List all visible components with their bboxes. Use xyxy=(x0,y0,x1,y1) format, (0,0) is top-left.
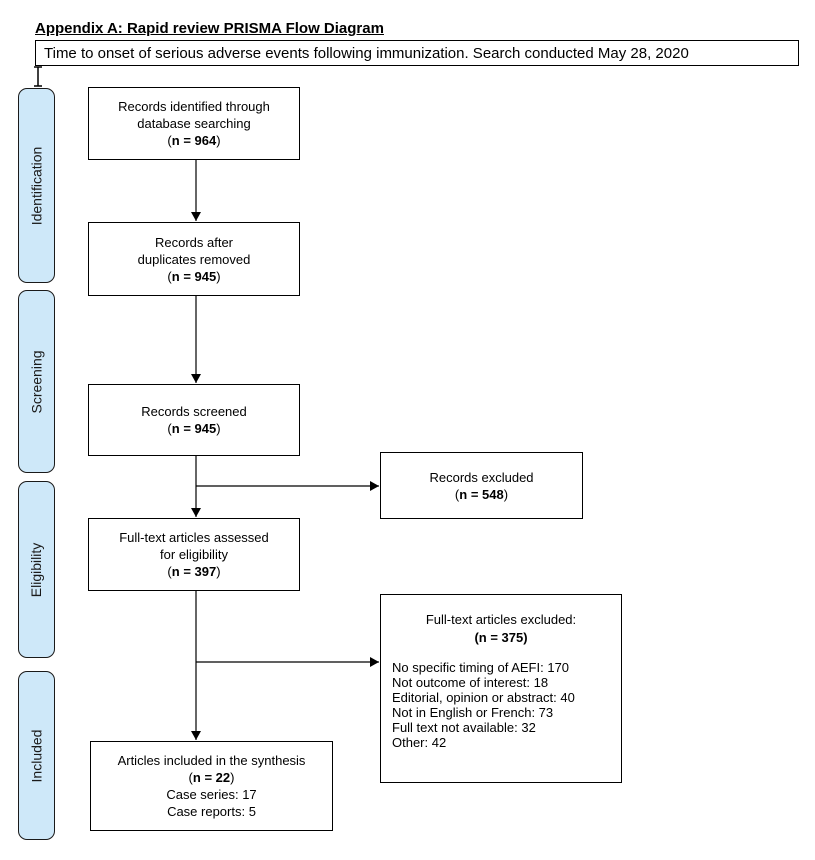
exclusion-reason: Editorial, opinion or abstract: 40 xyxy=(392,690,575,705)
node-text-line: Case reports: 5 xyxy=(167,804,256,819)
exclusion-reason: No specific timing of AEFI: 170 xyxy=(392,660,570,675)
node-text-line: Records after xyxy=(154,234,234,250)
node-fulltext-assessed: Full-text articles assessed for eligibil… xyxy=(88,518,300,591)
node-count: (n = 945) xyxy=(167,268,221,284)
exclusion-reason: Not outcome of interest: 18 xyxy=(392,675,549,690)
title-connector xyxy=(34,66,42,87)
node-text-line: Case series: 17 xyxy=(166,787,257,802)
node-text-line: Full-text articles assessed xyxy=(119,530,269,545)
stage-label-text: Eligibility xyxy=(28,542,45,597)
stage-label-screening: Screening xyxy=(18,290,55,473)
node-duplicates-removed: Records after duplicates removed (n = 94… xyxy=(88,222,300,296)
stage-label-text: Screening xyxy=(28,349,45,414)
node-text-line: for eligibility xyxy=(160,547,228,562)
node-count: (n = 548) xyxy=(454,486,509,502)
review-topic-text: Time to onset of serious adverse events … xyxy=(44,44,689,62)
stage-label-included: Included xyxy=(18,671,55,840)
node-text-line: Records excluded xyxy=(429,469,534,485)
node-text-line: Full-text articles excluded: xyxy=(425,612,577,627)
stage-label-eligibility: Eligibility xyxy=(18,481,55,658)
node-count: (n = 22) xyxy=(188,770,235,785)
review-topic-box: Time to onset of serious adverse events … xyxy=(35,40,799,66)
node-count: (n = 945) xyxy=(167,421,221,436)
node-count: (n = 964) xyxy=(167,133,221,148)
node-count: (n = 397) xyxy=(167,564,221,579)
page-title: Appendix A: Rapid review PRISMA Flow Dia… xyxy=(35,20,384,37)
node-text-line: database searching xyxy=(137,116,251,131)
node-text-line: Records identified through xyxy=(118,99,270,114)
node-articles-included: Articles included in the synthesis (n = … xyxy=(90,741,333,831)
exclusion-reason: Not in English or French: 73 xyxy=(392,705,554,720)
node-text-line: Records screened xyxy=(141,404,247,419)
stage-label-identification: Identification xyxy=(18,88,55,283)
stage-label-text: Identification xyxy=(28,146,45,225)
node-records-identified: Records identified through database sear… xyxy=(88,87,300,160)
node-records-excluded: Records excluded (n = 548) xyxy=(380,452,583,519)
exclusion-reason: Full text not available: 32 xyxy=(392,720,536,735)
node-text-line: Articles included in the synthesis xyxy=(117,753,306,768)
node-text-line: duplicates removed xyxy=(137,251,251,267)
node-records-screened: Records screened (n = 945) xyxy=(88,384,300,456)
exclusion-reason: Other: 42 xyxy=(392,735,447,750)
node-fulltext-excluded: Full-text articles excluded: (n = 375) N… xyxy=(380,594,622,783)
stage-label-text: Included xyxy=(28,729,45,782)
node-count: (n = 375) xyxy=(474,630,528,645)
